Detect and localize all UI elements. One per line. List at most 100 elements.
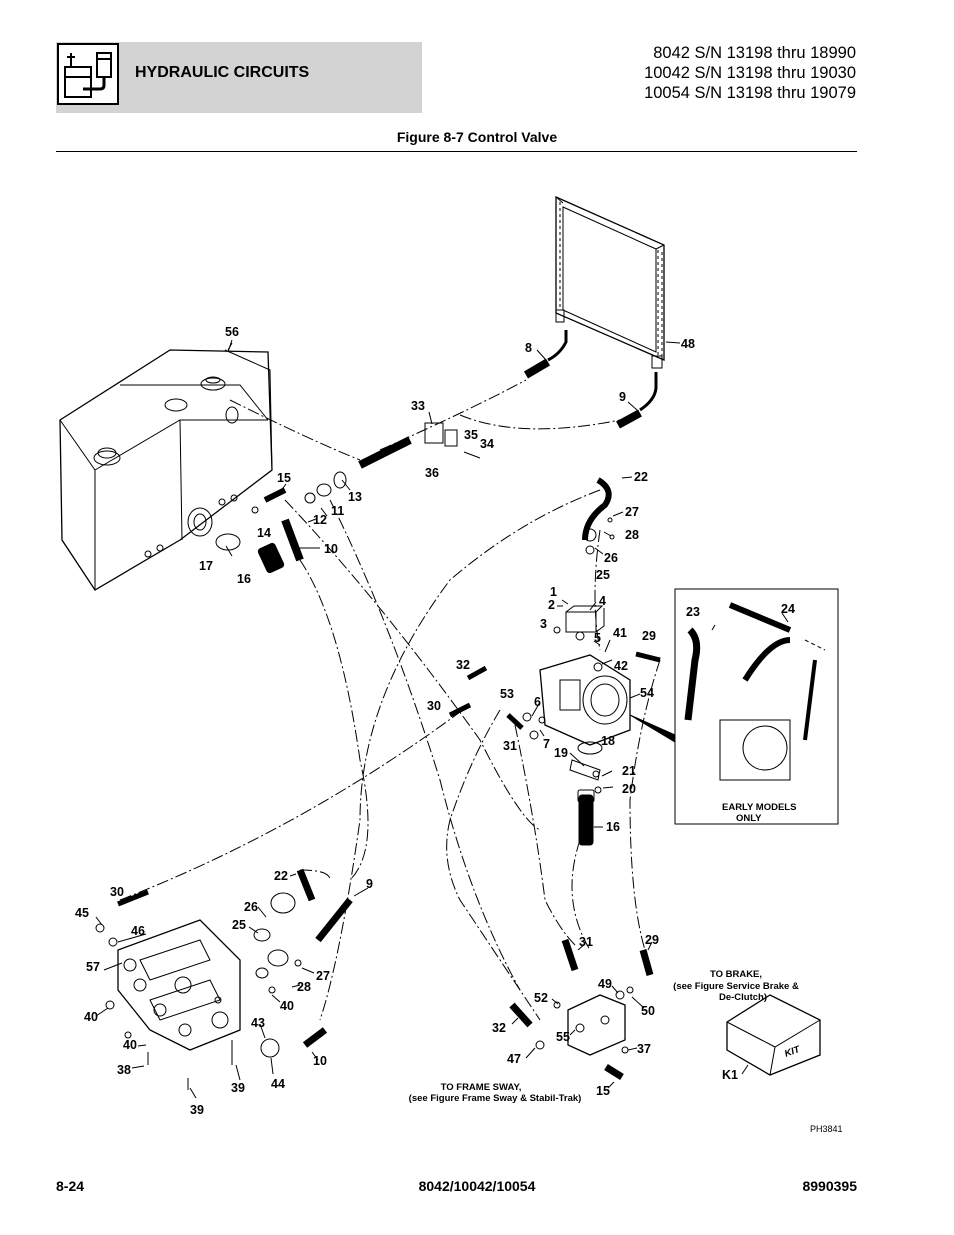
- callout-12: 12: [313, 513, 327, 527]
- callout-37: 37: [637, 1042, 651, 1056]
- callout-40-a: 40: [84, 1010, 98, 1024]
- callout-38: 38: [117, 1063, 131, 1077]
- header-rule: [56, 151, 857, 152]
- callout-3: 3: [540, 617, 547, 631]
- callout-22: 22: [634, 470, 648, 484]
- kit-label: KIT: [783, 1044, 802, 1060]
- kit-box-drawing: [726, 994, 821, 1076]
- callout-39-a: 39: [231, 1081, 245, 1095]
- callout-44: 44: [271, 1077, 285, 1091]
- callout-33: 33: [411, 399, 425, 413]
- callout-30: 30: [427, 699, 441, 713]
- callout-34: 34: [480, 437, 494, 451]
- note-early-models-only: ONLY: [736, 813, 762, 824]
- pump-assembly-drawing: [539, 605, 631, 781]
- callout-26: 26: [604, 551, 618, 565]
- callout-11: 11: [331, 504, 344, 518]
- figure-title: Figure 8-7 Control Valve: [396, 129, 558, 145]
- note-early-models: EARLY MODELS: [722, 802, 796, 813]
- callout-20: 20: [622, 782, 636, 796]
- callout-39-b: 39: [190, 1103, 204, 1117]
- note-to-brake-ref: (see Figure Service Brake &: [673, 981, 799, 992]
- callout-13: 13: [348, 490, 362, 504]
- lower-hoses-drawing: [117, 422, 661, 1080]
- callout-32-lower: 32: [492, 1021, 506, 1035]
- callout-56: 56: [225, 325, 239, 339]
- callout-25: 25: [596, 568, 610, 582]
- callout-57: 57: [86, 960, 100, 974]
- callout-46: 46: [131, 924, 145, 938]
- callout-5: 5: [594, 631, 601, 645]
- section-title: HYDRAULIC CIRCUITS: [135, 64, 310, 81]
- callout-16-lower: 16: [606, 820, 620, 834]
- callout-49: 49: [598, 977, 612, 991]
- callout-41: 41: [613, 626, 627, 640]
- serial-range-10042: 10042 S/N 13198 thru 19030: [644, 64, 856, 82]
- callout-31-lower: 31: [579, 935, 593, 949]
- callout-45: 45: [75, 906, 89, 920]
- callout-21: 21: [622, 764, 636, 778]
- hose-routing-lines: [119, 379, 661, 1021]
- page-number: 8-24: [56, 1178, 85, 1194]
- note-to-frame-sway-ref: (see Figure Frame Sway & Stabil-Trak): [409, 1093, 582, 1104]
- callout-labels: 56 48 8 9 33 35 34 36 15 13 11 12 14 10 …: [75, 325, 802, 1117]
- callout-26-lower: 26: [244, 900, 258, 914]
- callout-50: 50: [641, 1004, 655, 1018]
- callout-52: 52: [534, 991, 548, 1005]
- lower-manifold-drawing: [567, 994, 626, 1056]
- serial-range-10054: 10054 S/N 13198 thru 19079: [644, 84, 856, 102]
- leader-lines: [95, 339, 789, 1099]
- callout-17: 17: [199, 559, 213, 573]
- callout-14: 14: [257, 526, 271, 540]
- callout-25-lower: 25: [232, 918, 246, 932]
- callout-32: 32: [456, 658, 470, 672]
- callout-16: 16: [237, 572, 251, 586]
- callout-9: 9: [619, 390, 626, 404]
- hydraulic-tank-drawing: [59, 342, 273, 591]
- callout-31: 31: [503, 739, 517, 753]
- callout-53: 53: [500, 687, 514, 701]
- callout-29-lower: 29: [645, 933, 659, 947]
- callout-10: 10: [324, 542, 338, 556]
- serial-ranges: 8042 S/N 13198 thru 18990 10042 S/N 1319…: [644, 43, 856, 103]
- callout-42: 42: [614, 659, 628, 673]
- callout-27: 27: [625, 505, 639, 519]
- callout-30-lower: 30: [110, 885, 124, 899]
- callout-K1: K1: [722, 1068, 738, 1082]
- callout-28: 28: [625, 528, 639, 542]
- hose-8-drawing: [523, 330, 658, 429]
- fittings-drawing: [95, 451, 634, 1090]
- callout-22-lower: 22: [274, 869, 288, 883]
- footer-part-number: 8990395: [802, 1178, 857, 1194]
- callout-6: 6: [534, 695, 541, 709]
- callout-15-lower: 15: [596, 1084, 610, 1098]
- callout-1: 1: [550, 585, 557, 599]
- oil-cooler-drawing: [555, 195, 665, 369]
- callout-55: 55: [556, 1030, 570, 1044]
- callout-48: 48: [681, 337, 695, 351]
- callout-9-lower: 9: [366, 877, 373, 891]
- callout-27-lower: 27: [316, 969, 330, 983]
- photo-reference: PH3841: [810, 1124, 843, 1134]
- callout-8: 8: [525, 341, 532, 355]
- early-models-inset: [629, 588, 839, 825]
- note-to-brake-ref-2: De-Clutch): [719, 992, 767, 1003]
- serial-range-8042: 8042 S/N 13198 thru 18990: [653, 44, 856, 62]
- callout-23: 23: [686, 605, 700, 619]
- callout-15: 15: [277, 471, 291, 485]
- callout-40-b: 40: [123, 1038, 137, 1052]
- callout-43: 43: [251, 1016, 265, 1030]
- callout-19: 19: [554, 746, 568, 760]
- note-to-frame-sway: TO FRAME SWAY,: [441, 1082, 522, 1093]
- control-valve-bank-drawing: [117, 919, 241, 1051]
- callout-4: 4: [599, 594, 606, 608]
- callout-18: 18: [601, 734, 615, 748]
- hydraulic-tank-icon: [57, 43, 119, 105]
- callout-47: 47: [507, 1052, 521, 1066]
- callout-35: 35: [464, 428, 478, 442]
- callout-10-lower: 10: [313, 1054, 327, 1068]
- callout-2: 2: [548, 598, 555, 612]
- callout-36: 36: [425, 466, 439, 480]
- callout-29: 29: [642, 629, 656, 643]
